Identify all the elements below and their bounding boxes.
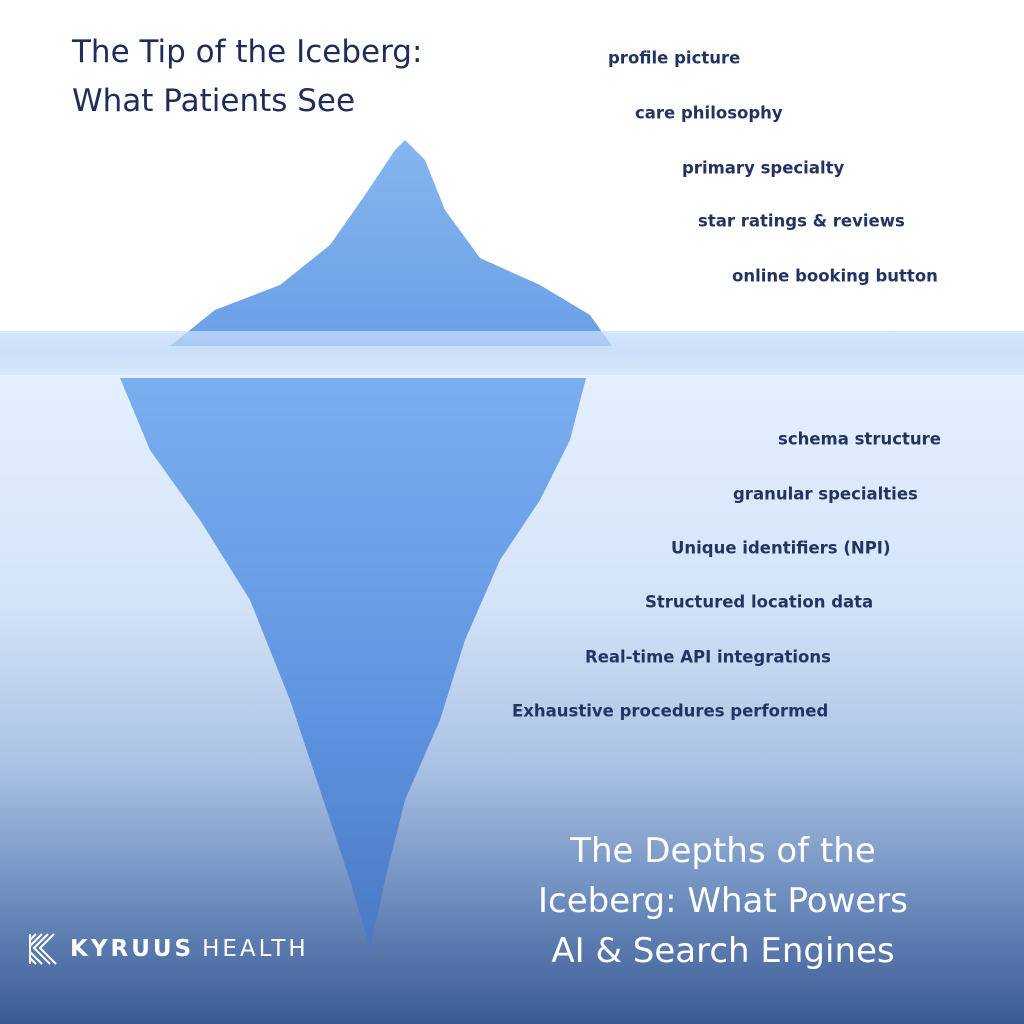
bottom-title-line: Iceberg: What Powers	[537, 881, 908, 921]
visible-item: primary specialty	[682, 158, 845, 178]
bottom-title: The Depths of the Iceberg: What Powers A…	[523, 826, 923, 976]
hidden-item: granular specialties	[733, 484, 918, 504]
hidden-item: Structured location data	[645, 592, 874, 612]
hidden-item: Real-time API integrations	[585, 647, 831, 667]
visible-item: care philosophy	[635, 103, 783, 123]
logo-brand: KYRUUS	[70, 936, 195, 962]
bottom-title-line: AI & Search Engines	[551, 931, 895, 971]
top-title-line: The Tip of the Iceberg:	[72, 34, 423, 70]
logo-suffix: HEALTH	[202, 936, 309, 962]
kyruus-k-icon	[29, 933, 57, 965]
iceberg-underwater	[120, 378, 586, 950]
visible-item: online booking button	[732, 266, 938, 286]
kyruus-health-logo: KYRUUS HEALTH	[28, 932, 309, 966]
top-title: The Tip of the Iceberg: What Patients Se…	[72, 28, 422, 126]
hidden-item: Exhaustive procedures performed	[512, 701, 829, 721]
water-surface	[0, 331, 1024, 375]
hidden-item: schema structure	[778, 429, 941, 449]
hidden-item: Unique identifiers (NPI)	[671, 538, 891, 558]
visible-item: star ratings & reviews	[698, 211, 905, 231]
top-title-line: What Patients See	[72, 83, 356, 119]
iceberg-tip	[170, 140, 612, 346]
bottom-title-line: The Depths of the	[570, 831, 876, 871]
visible-item: profile picture	[608, 48, 741, 68]
